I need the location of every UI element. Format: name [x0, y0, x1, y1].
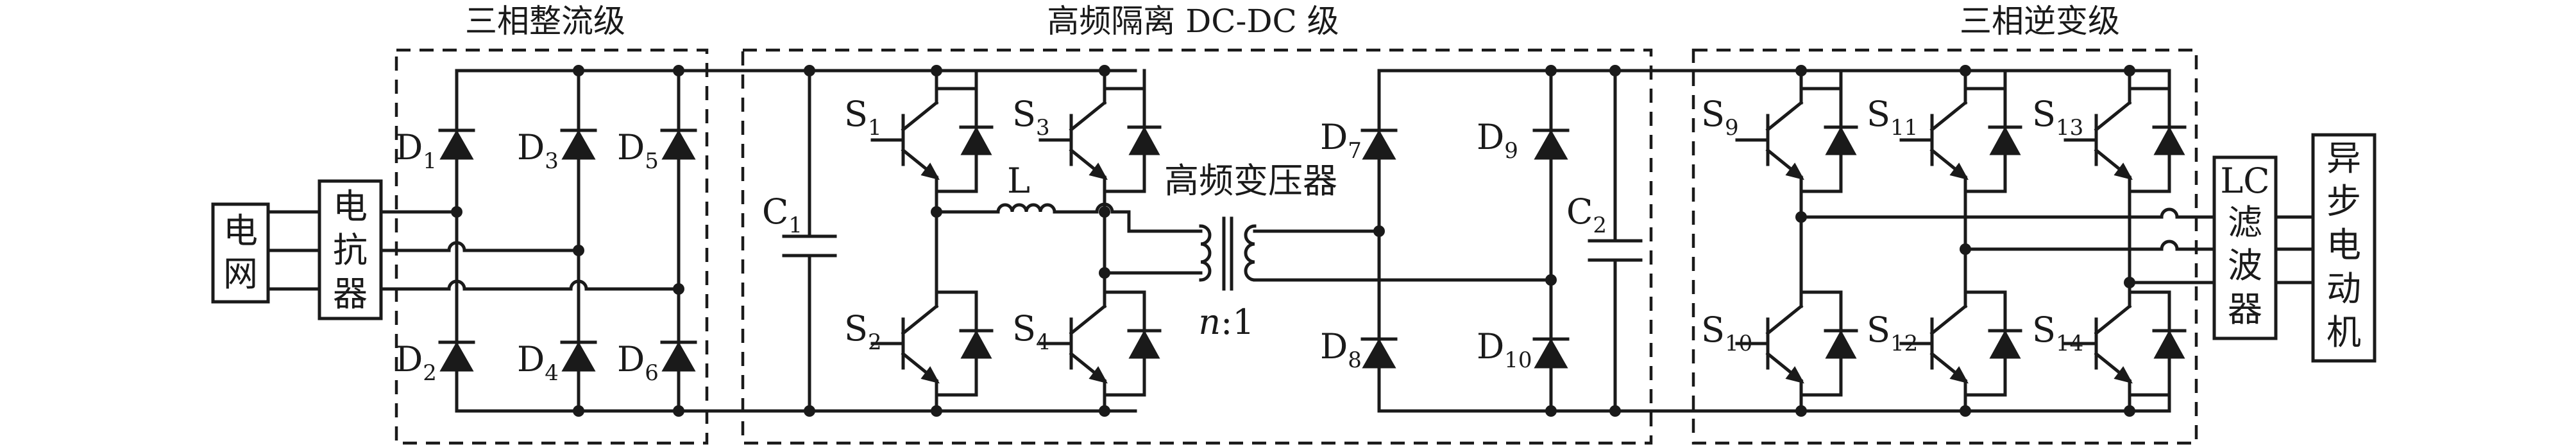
- svg-text:D8: D8: [1320, 326, 1362, 373]
- svg-text:C2: C2: [1566, 191, 1607, 238]
- svg-text:S13: S13: [2032, 94, 2083, 141]
- capacitor-label-c1: C1: [762, 191, 802, 238]
- diode-label-d7: D7: [1320, 117, 1362, 164]
- diode-label-d6: D6: [617, 339, 659, 386]
- dcdc-stage-box: [741, 48, 1653, 445]
- svg-text:抗: 抗: [333, 230, 368, 270]
- svg-text:D5: D5: [617, 127, 659, 174]
- switch-label-s10: S10: [1701, 310, 1752, 356]
- svg-text:电: 电: [223, 211, 258, 251]
- switch-label-s13: S13: [2032, 94, 2083, 141]
- svg-text:D1: D1: [395, 127, 437, 174]
- grid-block: 电 网: [211, 202, 270, 304]
- svg-text:D4: D4: [517, 339, 559, 386]
- switch-label-s14: S14: [2032, 310, 2083, 356]
- reactor-block: 电 抗 器: [318, 179, 383, 320]
- svg-text:D2: D2: [395, 339, 437, 386]
- svg-text:器: 器: [333, 274, 368, 314]
- svg-text:电: 电: [2326, 225, 2361, 265]
- high-frequency-transformer: [1199, 216, 1257, 291]
- svg-text:波: 波: [2228, 245, 2262, 286]
- inverter-stage-title: 三相逆变级: [1960, 3, 2120, 40]
- capacitor-label-c2: C2: [1566, 191, 1607, 238]
- diode-label-d1: D1: [395, 127, 437, 174]
- svg-text:电: 电: [333, 186, 368, 227]
- svg-text:异: 异: [2326, 138, 2361, 179]
- svg-text:D9: D9: [1477, 117, 1518, 164]
- svg-text:机: 机: [2326, 312, 2361, 353]
- svg-text:动: 动: [2326, 268, 2361, 309]
- svg-text:S11: S11: [1867, 94, 1918, 141]
- svg-text:步: 步: [2326, 181, 2361, 222]
- rectifier-stage-title: 三相整流级: [465, 3, 625, 40]
- switch-label-s2: S2: [844, 308, 882, 355]
- svg-text:D7: D7: [1320, 117, 1362, 164]
- svg-text:S3: S3: [1012, 94, 1050, 141]
- transformer-ratio: n:1: [1198, 302, 1254, 342]
- rectifier-stage-box: [394, 48, 709, 445]
- inverter-stage-box: [1691, 48, 2198, 445]
- svg-text:网: 网: [223, 254, 258, 294]
- diode-label-d10: D10: [1477, 326, 1532, 373]
- diode-label-d2: D2: [395, 339, 437, 386]
- svg-text:C1: C1: [762, 191, 802, 238]
- svg-text:S9: S9: [1701, 94, 1739, 141]
- switch-label-s11: S11: [1867, 94, 1918, 141]
- dcdc-stage-title: 高频隔离 DC-DC 级: [1047, 3, 1339, 40]
- diode-label-d8: D8: [1320, 326, 1362, 373]
- lc-filter-block: LC 滤 波 器: [2212, 155, 2278, 340]
- diode-label-d9: D9: [1477, 117, 1518, 164]
- transformer-label: 高频变压器: [1164, 161, 1337, 201]
- switch-label-s4: S4: [1012, 308, 1050, 355]
- induction-motor-block: 异 步 电 动 机: [2311, 133, 2377, 363]
- diode-label-d3: D3: [517, 127, 559, 174]
- svg-text:D6: D6: [617, 339, 659, 386]
- switch-label-s3: S3: [1012, 94, 1050, 141]
- svg-text:D10: D10: [1477, 326, 1532, 373]
- svg-text:D3: D3: [517, 127, 559, 174]
- switch-label-s1: S1: [844, 94, 882, 141]
- svg-text:滤: 滤: [2228, 202, 2262, 243]
- svg-text:S14: S14: [2032, 310, 2083, 356]
- diode-label-d4: D4: [517, 339, 559, 386]
- svg-text:S10: S10: [1701, 310, 1752, 356]
- diode-label-d5: D5: [617, 127, 659, 174]
- switch-label-s9: S9: [1701, 94, 1739, 141]
- inductor-label: L: [1007, 161, 1030, 201]
- svg-text:LC: LC: [2220, 161, 2269, 201]
- switch-label-s12: S12: [1867, 310, 1918, 356]
- svg-text:S1: S1: [844, 94, 882, 141]
- svg-text:S12: S12: [1867, 310, 1918, 356]
- svg-text:S4: S4: [1012, 308, 1050, 355]
- svg-text:器: 器: [2228, 289, 2262, 329]
- svg-text:S2: S2: [844, 308, 882, 355]
